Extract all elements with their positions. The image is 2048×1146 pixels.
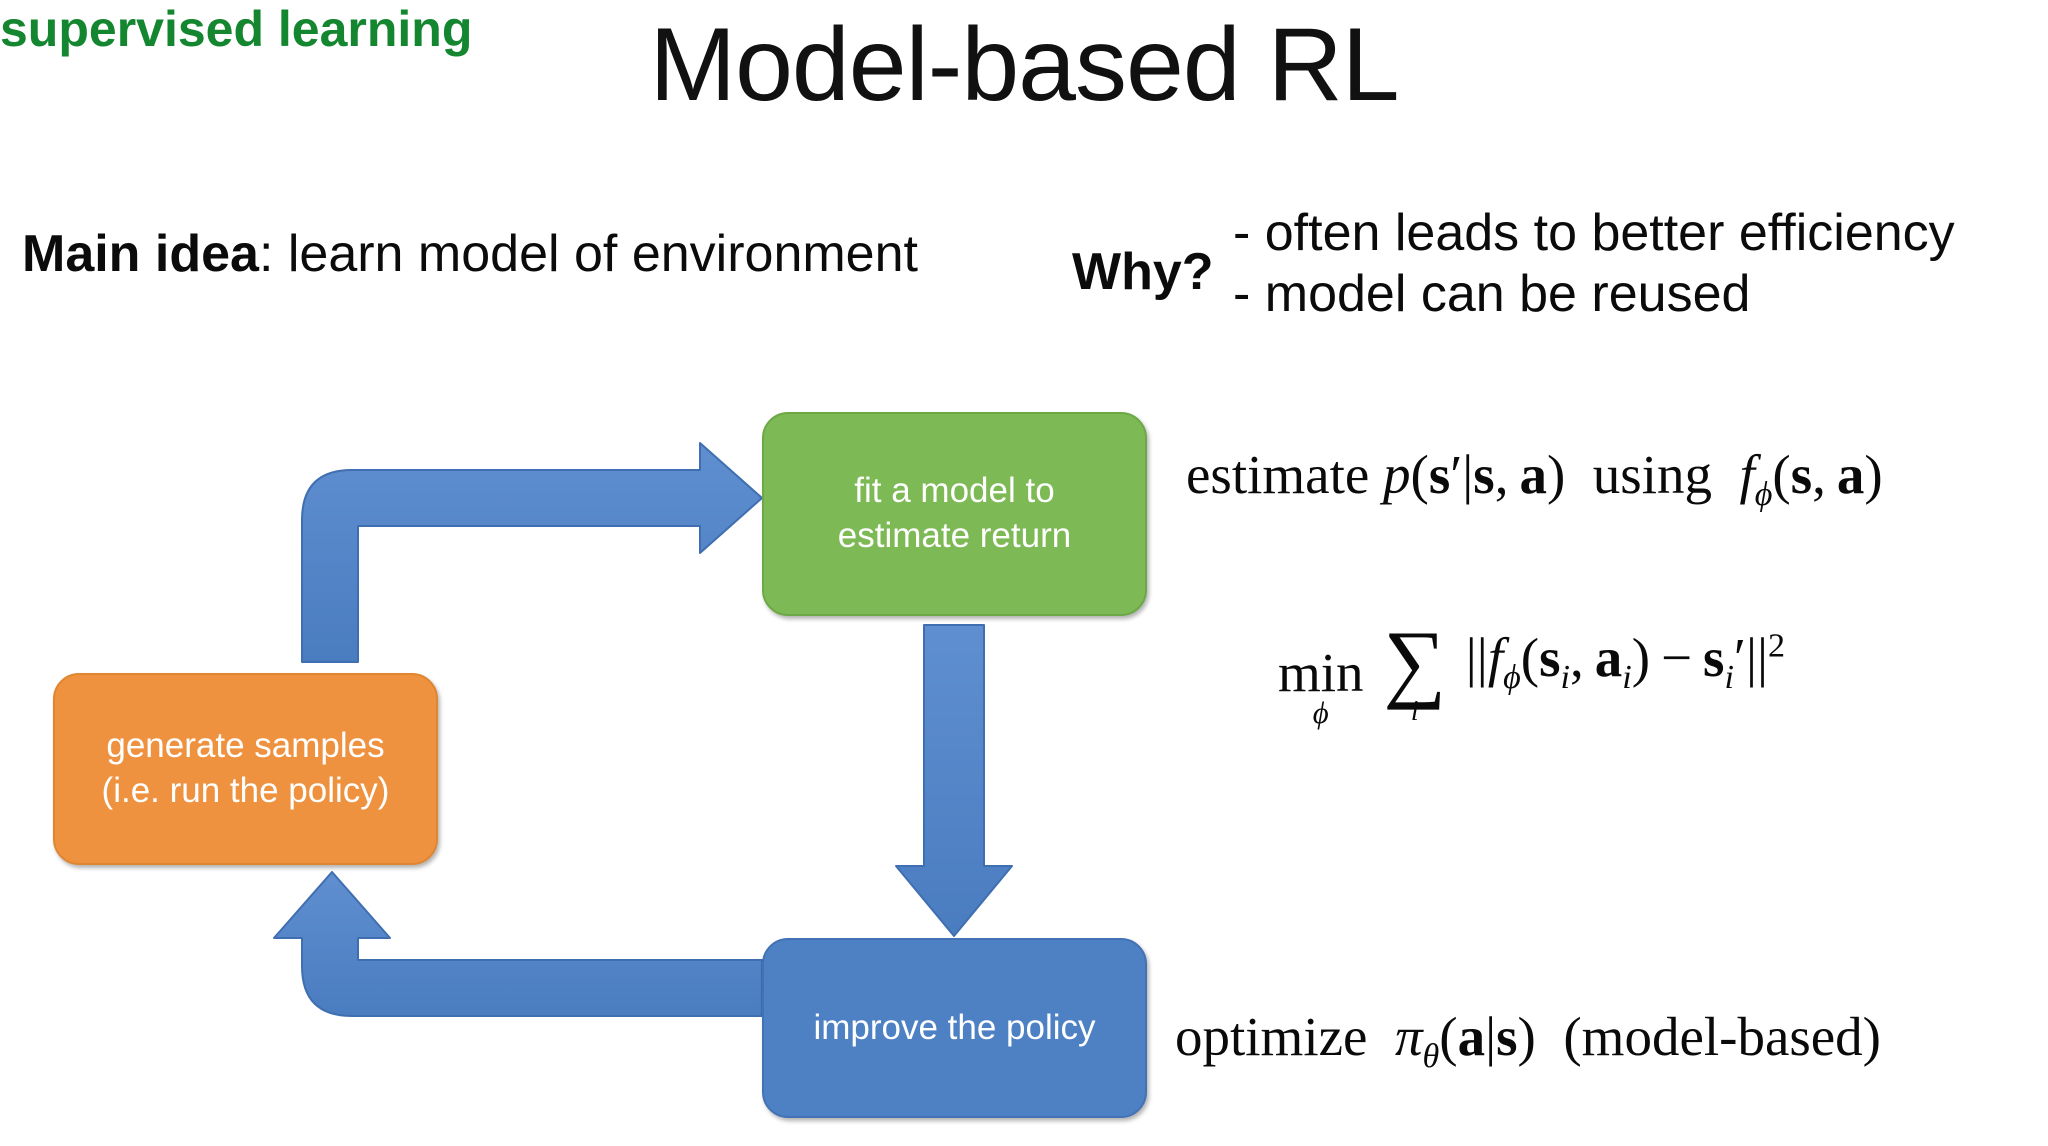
sum-operator: ∑ i — [1383, 614, 1447, 727]
why-bullet-2: - model can be reused — [1233, 265, 1751, 324]
equation-estimate-word: estimate — [1186, 444, 1370, 505]
min-subscript: ϕ — [1312, 695, 1329, 730]
equation-objective: min ϕ ∑ i ||fϕ(si, ai) − si′||2 — [1278, 614, 1786, 730]
why-label: Why? — [1072, 243, 1214, 301]
arrow-improve-to-generate — [273, 871, 763, 1017]
main-idea-line: Main idea: learn model of environment — [22, 225, 918, 283]
equation-optimize-tag: (model-based) — [1563, 1006, 1881, 1067]
min-label: min — [1278, 642, 1364, 704]
why-bullet-list: - often leads to better efficiency - mod… — [1233, 203, 1955, 326]
page-title: Model-based RL — [649, 7, 1399, 123]
generate-samples-line-2: (i.e. run the policy) — [101, 771, 390, 810]
why-bullet-1: - often leads to better efficiency — [1233, 204, 1955, 262]
min-operator: min ϕ — [1278, 642, 1364, 730]
main-idea-rest: : learn model of environment — [258, 225, 918, 283]
cycle-node-generate-samples-label: generate samples (i.e. run the policy) — [94, 724, 398, 814]
cycle-node-generate-samples[interactable]: generate samples (i.e. run the policy) — [53, 673, 438, 865]
generate-samples-line-1: generate samples — [106, 726, 385, 766]
equation-optimize: optimize πθ(a|s) (model-based) — [1175, 1006, 1881, 1075]
fit-model-line-1: fit a model to — [854, 471, 1055, 511]
cycle-node-fit-model-label: fit a model to estimate return — [830, 469, 1079, 559]
cycle-node-improve-policy-label: improve the policy — [813, 1007, 1096, 1047]
objective-power: 2 — [1767, 627, 1786, 665]
cycle-node-improve-policy[interactable]: improve the policy — [762, 938, 1147, 1118]
equation-optimize-word: optimize — [1175, 1006, 1368, 1067]
equation-estimate: estimate p(s′|s, a) using fϕ(s, a) — [1186, 444, 1883, 513]
arrow-generate-to-fit — [301, 442, 763, 663]
fit-model-line-2: estimate return — [837, 516, 1072, 555]
supervised-learning-label: supervised learning — [0, 1, 473, 57]
arrow-fit-to-improve — [895, 624, 1013, 937]
main-idea-lead: Main idea — [22, 225, 259, 283]
equation-estimate-using: using — [1592, 444, 1712, 505]
sum-subscript: i — [1410, 695, 1419, 727]
cycle-node-fit-model[interactable]: fit a model to estimate return — [762, 412, 1147, 616]
